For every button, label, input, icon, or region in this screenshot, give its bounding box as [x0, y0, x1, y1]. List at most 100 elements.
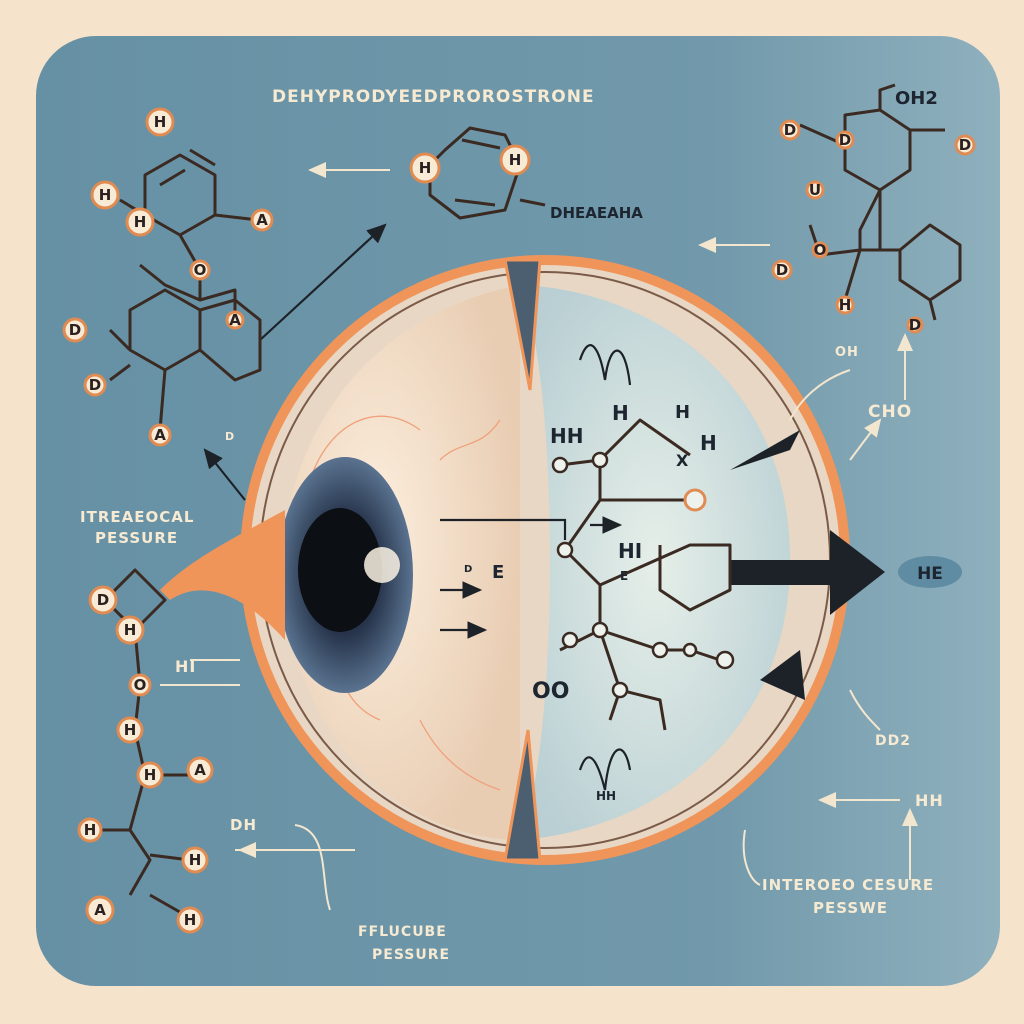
- atom-left-chain: D: [88, 585, 118, 615]
- atom-label: A: [194, 761, 206, 779]
- dd2-label: DD2: [875, 733, 911, 749]
- atom-label: D: [69, 321, 81, 339]
- bottom-center-pressure-line2: PESSURE: [372, 947, 450, 963]
- atom-label: O: [194, 261, 207, 279]
- output-badge-label: HE: [917, 564, 943, 584]
- atom-top-left: D: [83, 373, 107, 397]
- d-small-label: D: [225, 430, 235, 443]
- atom-top-right: D: [954, 134, 976, 156]
- atom-left-chain: H: [176, 906, 204, 934]
- molecule-top-center: DHEAEAHA: [428, 126, 643, 222]
- atom-circle: [906, 316, 924, 334]
- atom-top-left: D: [62, 317, 88, 343]
- dheaeaha-label: DHEAEAHA: [550, 204, 643, 222]
- atom-label: U: [809, 181, 821, 199]
- atom-label: H: [154, 113, 167, 131]
- bottom-right-pressure-line2: PESSWE: [813, 899, 888, 917]
- atom-circle: [125, 207, 155, 237]
- molecule-top-left: [108, 148, 262, 431]
- atom-label: H: [419, 159, 432, 177]
- atom-circle: [83, 373, 107, 397]
- atom-circle: [136, 761, 164, 789]
- atom-top-right: U: [805, 180, 825, 200]
- atom-top-left: O: [189, 259, 211, 281]
- lens-molecule: HH H H H X HI E E D OO HH: [464, 401, 735, 803]
- atom-label: H: [134, 213, 147, 231]
- atom-circle: [77, 817, 103, 843]
- upper-ciliary: [503, 258, 542, 391]
- atom-label: H: [124, 721, 137, 739]
- atom-top-center: H: [499, 144, 531, 176]
- atom-label: D: [784, 121, 796, 139]
- atom-label: A: [94, 901, 106, 919]
- atom-circle: [116, 716, 144, 744]
- atom-circle: [181, 846, 209, 874]
- atom-label: A: [229, 311, 241, 329]
- bottom-center-pressure-line1: FFLUCUBE: [358, 924, 447, 940]
- output-badge: HE: [898, 556, 962, 588]
- atom-label: A: [256, 211, 268, 229]
- left-pressure-line2: PESSURE: [95, 529, 178, 547]
- atom-label: D: [959, 136, 971, 154]
- atom-label: H: [184, 911, 197, 929]
- atom-top-right: H: [835, 295, 855, 315]
- bottom-right-pressure-line1: INTEROEO CESURE: [762, 876, 934, 894]
- cho-label: CHO: [868, 402, 912, 422]
- atom-top-right: O: [811, 241, 829, 259]
- atom-label: H: [99, 186, 112, 204]
- atom-top-right: D: [906, 316, 924, 334]
- atom-label: D: [97, 591, 109, 609]
- atom-circle: [128, 673, 152, 697]
- atom-circle: [88, 585, 118, 615]
- atom-circle: [835, 130, 855, 150]
- lens: [520, 285, 790, 840]
- atom-circle: [409, 152, 441, 184]
- atom-label: H: [189, 851, 202, 869]
- atom-top-left: A: [250, 208, 274, 232]
- lens-label-h2: H: [675, 402, 690, 423]
- eye-cross-section: [160, 255, 850, 865]
- lens-label-hh: HH: [550, 424, 583, 448]
- lower-ciliary: [503, 729, 542, 862]
- atom-left-chain: A: [186, 756, 214, 784]
- atom-label: O: [814, 241, 827, 259]
- atom-label: A: [154, 426, 166, 444]
- output-arrow: [730, 530, 885, 615]
- atom-circle: [62, 317, 88, 343]
- atom-top-left: A: [148, 423, 172, 447]
- lens-label-h3: H: [700, 431, 717, 455]
- hi-left-label: HI: [175, 657, 196, 676]
- atom-left-chain: H: [77, 817, 103, 843]
- atom-left-chain: H: [116, 716, 144, 744]
- atom-circle: [250, 208, 274, 232]
- oh2-label: OH2: [895, 88, 938, 109]
- atom-circle: [805, 180, 825, 200]
- atom-circle: [176, 906, 204, 934]
- optic-nerve: [160, 510, 285, 640]
- atom-left-chain: O: [128, 673, 152, 697]
- atom-top-left: A: [225, 310, 245, 330]
- atom-top-right: D: [779, 119, 801, 141]
- atom-circle: [148, 423, 172, 447]
- lens-label-e1: E: [492, 562, 504, 583]
- atom-top-right: D: [835, 130, 855, 150]
- atom-left-chain: H: [181, 846, 209, 874]
- atom-left-chain: H: [136, 761, 164, 789]
- atom-label: O: [134, 676, 147, 694]
- lens-label-oo: OO: [532, 679, 569, 704]
- atom-circle: [225, 310, 245, 330]
- lens-label-e2: E: [620, 569, 628, 583]
- lens-label-hh-bottom: HH: [596, 789, 616, 803]
- atom-left-chain: A: [85, 895, 115, 925]
- lens-label-h1: H: [612, 401, 629, 425]
- left-pressure-line1: ITREAEOCAL: [80, 508, 194, 526]
- oh-label: OH: [835, 345, 859, 360]
- atom-circle: [811, 241, 829, 259]
- lens-label-x: X: [676, 451, 689, 470]
- hh-right-label: HH: [915, 791, 944, 810]
- atom-top-right: D: [771, 259, 793, 281]
- atom-label: H: [84, 821, 97, 839]
- atom-label: D: [839, 131, 851, 149]
- atom-label: H: [144, 766, 157, 784]
